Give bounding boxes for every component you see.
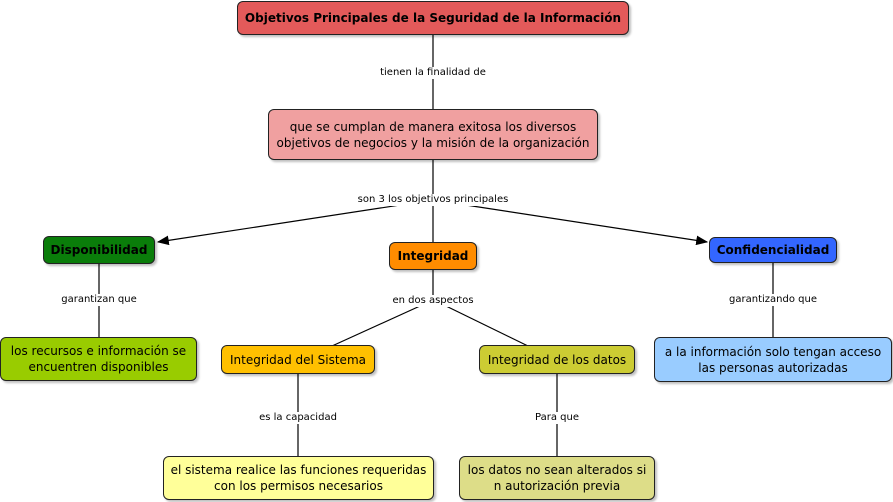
link-label-garantizan: garantizan que [58,294,140,306]
concept-datos-detail[interactable]: los datos no sean alterados si n autoriz… [459,456,655,500]
link-label-para-que: Para que [532,412,582,424]
link-label-capacidad: es la capacidad [256,412,340,424]
concept-sistema-detail[interactable]: el sistema realice las funciones requeri… [163,456,434,500]
link-label-dos-aspectos: en dos aspectos [389,295,477,307]
concept-purpose[interactable]: que se cumplan de manera exitosa los div… [268,109,598,160]
concept-disponibilidad[interactable]: Disponibilidad [43,236,155,264]
concept-disponibilidad-detail[interactable]: los recursos e información se encuentren… [0,337,197,381]
concept-confidencialidad-detail[interactable]: a la información solo tengan acceso las … [654,337,892,382]
concept-root[interactable]: Objetivos Principales de la Seguridad de… [237,1,629,35]
concept-integridad-datos[interactable]: Integridad de los datos [479,345,635,374]
link-label-garantizando: garantizando que [726,294,820,306]
link-label-tres-objetivos: son 3 los objetivos principales [354,194,512,206]
concept-integridad[interactable]: Integridad [389,242,477,270]
concept-confidencialidad[interactable]: Confidencialidad [709,237,837,263]
concept-integridad-sistema[interactable]: Integridad del Sistema [221,345,375,374]
link-label-finalidad: tienen la finalidad de [377,67,489,79]
